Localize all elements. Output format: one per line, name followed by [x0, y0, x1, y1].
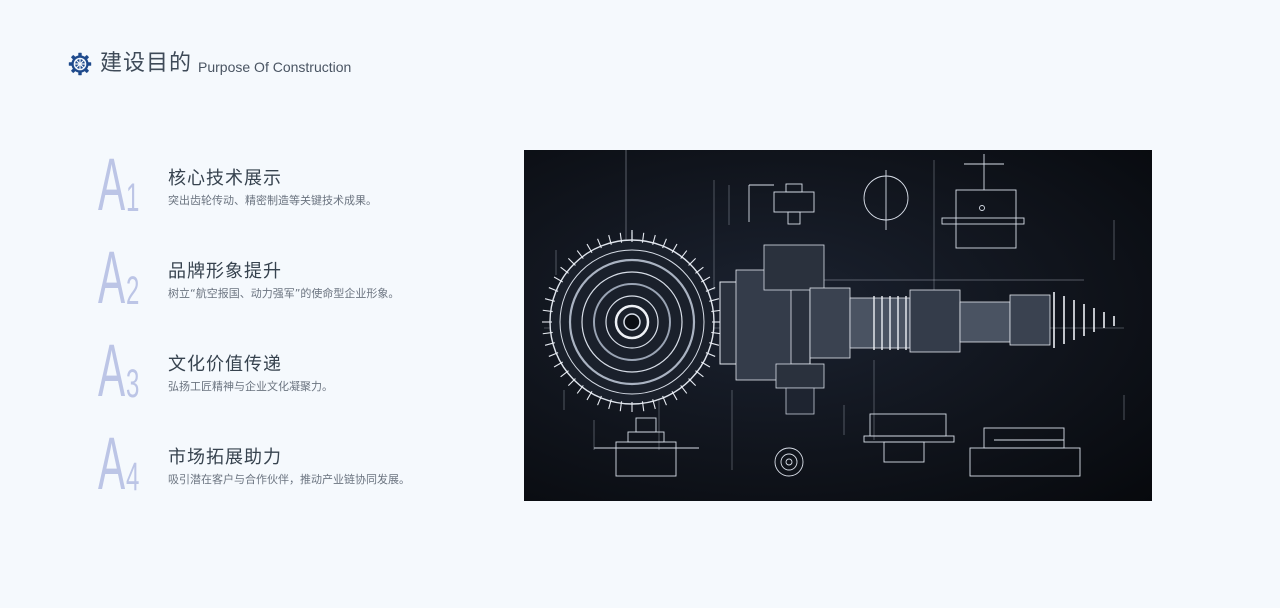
blueprint-illustration: [542, 150, 1125, 477]
item-title: 品牌形象提升: [168, 261, 282, 282]
item-title: 核心技术展示: [168, 168, 282, 189]
item-number: 2: [126, 269, 140, 313]
list-item: A 1 核心技术展示 突出齿轮传动、精密制造等关键技术成果。: [98, 143, 498, 243]
list-item: A 3 文化价值传递 弘扬工匠精神与企业文化凝聚力。: [98, 329, 498, 429]
list-item: A 4 市场拓展助力 吸引潜在客户与合作伙伴，推动产业链协同发展。: [98, 422, 498, 522]
item-number: 3: [126, 362, 140, 406]
list-item: A 2 品牌形象提升 树立“航空报国、动力强军”的使命型企业形象。: [98, 236, 498, 336]
item-letter: A: [98, 329, 126, 412]
item-letter: A: [98, 143, 126, 226]
gear-icon: [68, 52, 92, 76]
item-description: 树立“航空报国、动力强军”的使命型企业形象。: [168, 287, 400, 300]
item-description: 吸引潜在客户与合作伙伴，推动产业链协同发展。: [168, 473, 410, 486]
item-title: 市场拓展助力: [168, 447, 282, 468]
page-title: 建设目的: [100, 51, 193, 76]
section-header: 建设目的 Purpose Of Construction: [68, 50, 351, 78]
item-number: 4: [126, 455, 140, 499]
item-description: 弘扬工匠精神与企业文化凝聚力。: [168, 380, 333, 393]
item-number: 1: [126, 176, 140, 220]
item-letter: A: [98, 236, 126, 319]
purpose-list: A 1 核心技术展示 突出齿轮传动、精密制造等关键技术成果。 A 2 品牌形象提…: [98, 143, 498, 522]
item-title: 文化价值传递: [168, 354, 282, 375]
page-subtitle: Purpose Of Construction: [198, 59, 352, 75]
item-description: 突出齿轮传动、精密制造等关键技术成果。: [168, 194, 377, 207]
item-letter: A: [98, 422, 126, 505]
blueprint-image: [524, 150, 1152, 501]
